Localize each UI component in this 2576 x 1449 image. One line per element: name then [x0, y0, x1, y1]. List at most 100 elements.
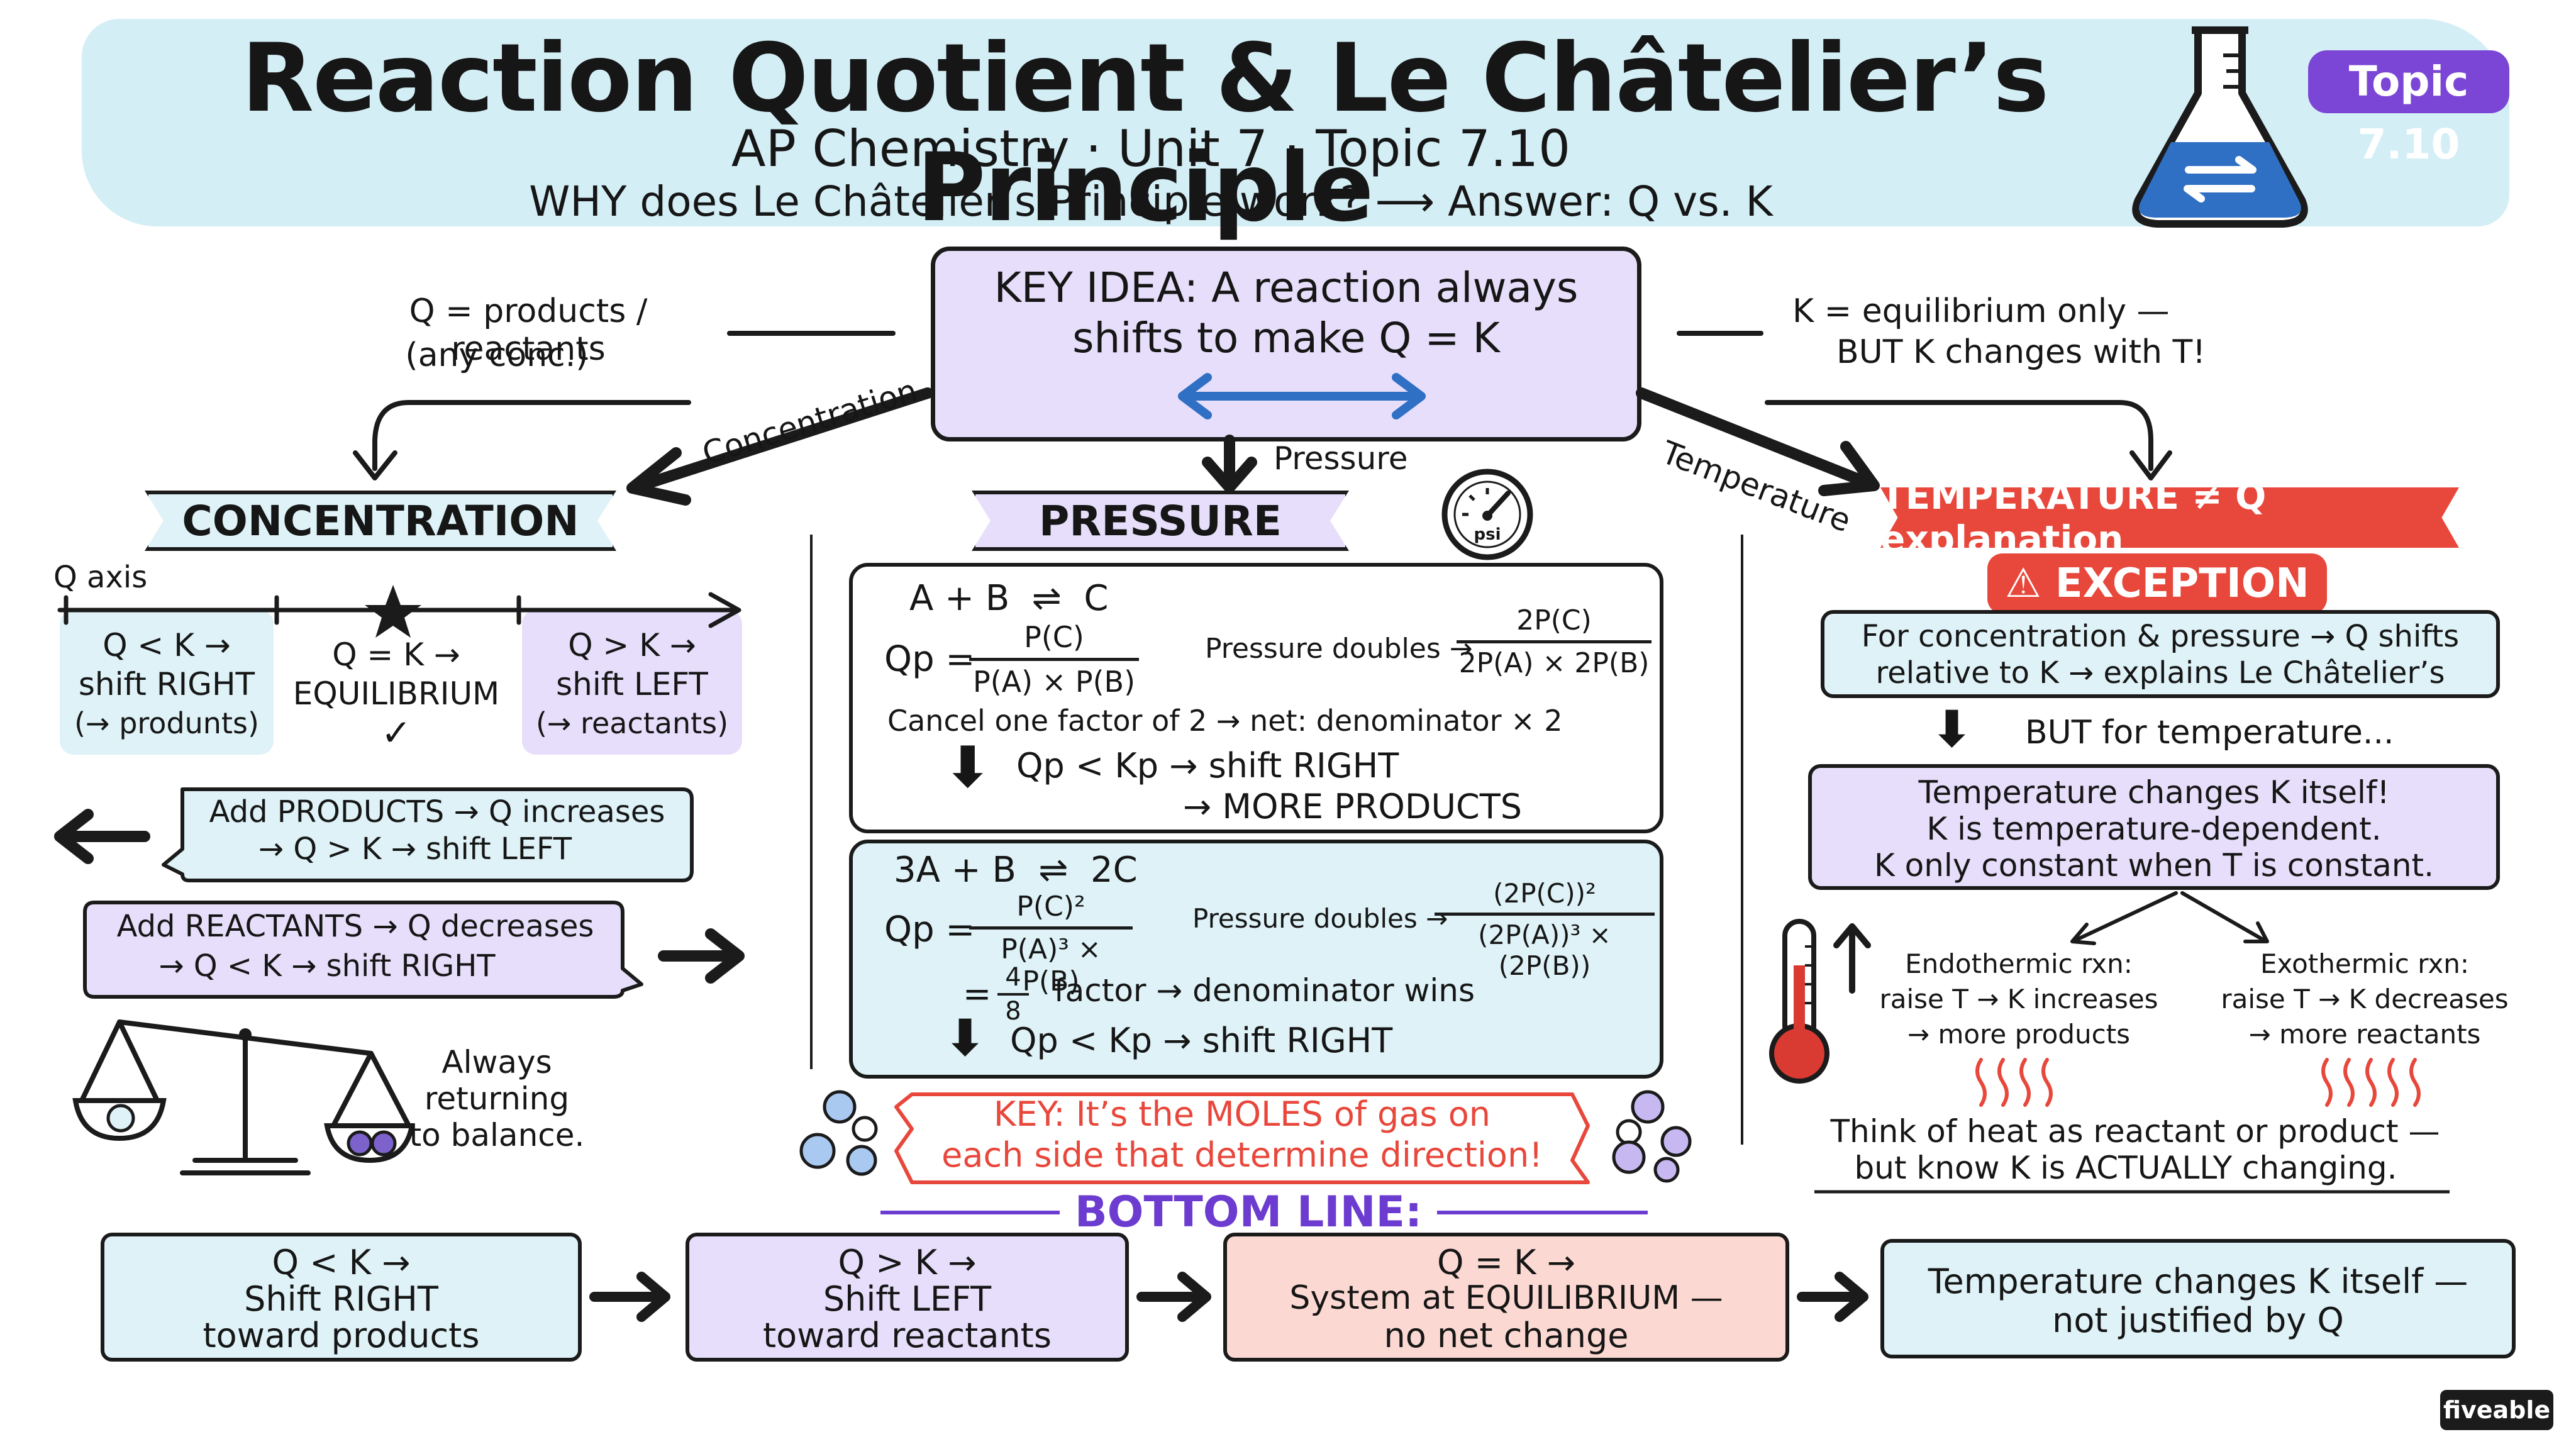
for-box-line1: For concentration & pressure → Q shifts	[1861, 619, 2460, 654]
q-less-k-cell: Q < K → shift RIGHT (→ produnts)	[60, 626, 274, 743]
exothermic-note: Exothermic rxn: raise T → K decreases → …	[2201, 947, 2528, 1052]
qp-label-2: Qp =	[884, 909, 975, 950]
doubled-fraction-2: (2P(C))² (2P(A))³ × (2P(B))	[1435, 878, 1655, 981]
bottom-3-line3: no net change	[1384, 1316, 1629, 1355]
changes-line2: K is temperature-dependent.	[1926, 811, 2382, 847]
but-temperature: BUT for temperature...	[2025, 714, 2394, 752]
page-title: Reaction Quotient & Le Châtelier’s Princ…	[241, 24, 2050, 243]
q-equal-k-line2: EQUILIBRIUM	[292, 675, 500, 712]
endo-line2: raise T → K increases	[1879, 984, 2158, 1014]
qp-fraction-2: P(C)² P(A)³ × P(B)	[969, 891, 1133, 997]
result-1-line1: Qp < Kp → shift RIGHT	[1016, 746, 1399, 786]
header-question: WHY does Le Châtelier’s Principle work? …	[529, 177, 1773, 226]
add-products-line2: → Q > K → shift LEFT	[258, 831, 572, 867]
for-conc-pressure-box: For concentration & pressure → Q shifts …	[1821, 610, 2500, 698]
key-idea-line2: shifts to make Q = K	[1072, 314, 1500, 362]
temperature-title-text: TEMPERATURE ≠ Q explanation	[1880, 475, 2267, 560]
pressure-key-line1: KEY: It’s the MOLES of gas on	[994, 1094, 1491, 1134]
concentration-title-text: CONCENTRATION	[182, 496, 579, 545]
pressure-doubles-1: Pressure doubles →	[1205, 633, 1473, 665]
factor-note: factor → denominator wins	[1054, 972, 1475, 1009]
down-arrow-icon: ⬇	[944, 735, 992, 801]
add-reactants-line1: Add REACTANTS → Q decreases	[116, 909, 594, 944]
pressure-example-1: A + B ⇌ C Qp = P(C) P(A) × P(B) Pressure…	[849, 563, 1663, 833]
bottom-4-line1: Temperature changes K itself —	[1928, 1262, 2468, 1301]
ratio-den: 8	[997, 993, 1029, 1026]
q-greater-k-line3: (→ reactants)	[535, 706, 729, 740]
gauge-label: psi	[1474, 525, 1501, 544]
bottom-box-shift-left: Q > K → Shift LEFT toward reactants	[686, 1233, 1129, 1362]
pressure-key-line2: each side that determine direction!	[941, 1135, 1543, 1175]
reaction-2: 3A + B ⇌ 2C	[894, 850, 1138, 891]
temperature-changes-box: Temperature changes K itself! K is tempe…	[1808, 764, 2500, 890]
balance-note: Always returning to balance.	[409, 1044, 585, 1153]
qp-fraction-1: P(C) P(A) × P(B)	[969, 620, 1139, 699]
balance-note-line1: Always	[441, 1044, 552, 1080]
changes-line3: K only constant when T is constant.	[1874, 847, 2434, 884]
reaction-2-lhs: 3A + B	[894, 850, 1016, 891]
qp-den-1: P(A) × P(B)	[969, 658, 1139, 699]
doubled-den-2: (2P(A))³ × (2P(B))	[1435, 913, 1655, 981]
balance-scale-icon	[72, 1019, 415, 1175]
qp-den-2: P(A)³ × P(B)	[969, 926, 1133, 997]
check-icon: ✓	[380, 711, 412, 754]
reaction-2-rhs: 2C	[1091, 850, 1138, 891]
concentration-title: CONCENTRATION	[145, 491, 616, 551]
bottom-1-line3: toward products	[203, 1316, 480, 1355]
balance-note-line3: to balance.	[409, 1117, 585, 1153]
pressure-arrow-label: Pressure	[1274, 440, 1408, 477]
q-less-k-line3: (→ produnts)	[74, 706, 259, 740]
reaction-1-lhs: A + B	[909, 578, 1010, 619]
think-line2: but know K is ACTUALLY changing.	[1854, 1150, 2397, 1186]
q-note-line2: (any conc.)	[405, 336, 589, 374]
endothermic-note: Endothermic rxn: raise T → K increases →…	[1855, 947, 2182, 1052]
reaction-1-rhs: C	[1084, 578, 1109, 619]
q-less-k-line2: shift RIGHT	[78, 666, 255, 702]
q-greater-k-line1: Q > K →	[568, 627, 696, 663]
add-products-line1: Add PRODUCTS → Q increases	[209, 794, 665, 830]
bottom-2-line3: toward reactants	[763, 1316, 1052, 1355]
key-idea-line1: KEY IDEA: A reaction always	[994, 264, 1579, 312]
bottom-line-label: BOTTOM LINE:	[1074, 1187, 1423, 1237]
flask-icon	[2132, 26, 2308, 228]
endo-line3: → more products	[1907, 1019, 2131, 1050]
exo-line2: raise T → K decreases	[2221, 984, 2509, 1014]
qp-num-2: P(C)²	[1016, 891, 1085, 923]
key-idea-box: KEY IDEA: A reaction always shifts to ma…	[931, 247, 1641, 441]
for-box-line2: relative to K → explains Le Châtelier’s	[1875, 655, 2445, 691]
balance-note-line2: returning	[424, 1080, 570, 1117]
q-greater-k-line2: shift LEFT	[556, 666, 708, 702]
fiveable-logo: fiveable	[2440, 1390, 2553, 1430]
bottom-box-shift-right: Q < K → Shift RIGHT toward products	[101, 1233, 582, 1362]
doubled-num-2: (2P(C))²	[1493, 878, 1596, 909]
pressure-title-text: PRESSURE	[1039, 496, 1282, 545]
q-equal-k-cell: Q = K → EQUILIBRIUM ✓	[283, 635, 509, 752]
q-axis-label: Q axis	[53, 560, 148, 595]
ratio-fraction: 4 8	[997, 963, 1029, 1026]
result-1-line2: → MORE PRODUCTS	[1183, 787, 1522, 826]
qp-label-1: Qp =	[884, 639, 975, 680]
doubled-num-1: 2P(C)	[1516, 604, 1592, 636]
bottom-box-temperature: Temperature changes K itself — not justi…	[1880, 1239, 2516, 1358]
pressure-gauge-icon	[1441, 469, 1533, 560]
thermometer-icon	[1769, 919, 1871, 1084]
qp-num-1: P(C)	[1024, 620, 1084, 654]
ratio-num: 4	[1005, 963, 1021, 992]
doubled-den-1: 2P(A) × 2P(B)	[1457, 640, 1652, 679]
endo-line1: Endothermic rxn:	[1905, 948, 2133, 979]
equilibrium-arrows-icon-2: ⇌	[1027, 850, 1080, 891]
add-reactants-line2: → Q < K → shift RIGHT	[158, 948, 496, 984]
result-2: Qp < Kp → shift RIGHT	[1010, 1021, 1393, 1060]
pressure-example-2: 3A + B ⇌ 2C Qp = P(C)² P(A)³ × P(B) Pres…	[849, 840, 1663, 1079]
k-note-line2: BUT K changes with T!	[1836, 333, 2206, 371]
k-note-line1: K = equilibrium only —	[1792, 292, 2170, 330]
bottom-1-line1: Q < K →	[272, 1243, 411, 1282]
think-line1: Think of heat as reactant or product —	[1830, 1113, 2440, 1150]
pressure-title: PRESSURE	[972, 491, 1349, 551]
bottom-3-line1: Q = K →	[1437, 1243, 1575, 1282]
q-note-line1: Q = products / reactants	[409, 292, 648, 368]
bottom-1-line2: Shift RIGHT	[244, 1279, 438, 1319]
